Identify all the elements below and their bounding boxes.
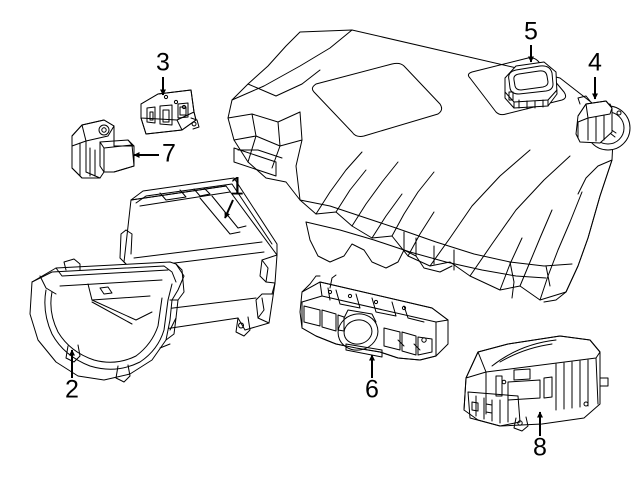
part-2-instrument-cluster-lens[interactable]: [29, 258, 185, 383]
callout-1-leader: [224, 199, 234, 219]
callout-5[interactable]: 5: [524, 18, 538, 63]
callout-4-label: 4: [588, 49, 602, 77]
callout-8-label: 8: [533, 434, 547, 462]
part-6-heater-ac-control-panel[interactable]: [299, 274, 449, 361]
part-7-dimmer-switch-module[interactable]: [71, 119, 135, 179]
callout-3-label: 3: [156, 49, 170, 77]
callout-3[interactable]: 3: [156, 49, 170, 96]
callout-6[interactable]: 6: [365, 354, 379, 404]
callout-4[interactable]: 4: [588, 49, 602, 100]
callout-2[interactable]: 2: [65, 349, 79, 404]
part-8-body-control-module[interactable]: [463, 335, 609, 432]
callout-1[interactable]: 1: [224, 173, 244, 219]
callout-6-label: 6: [365, 376, 379, 404]
part-4-ignition-lock-cylinder[interactable]: [575, 95, 631, 151]
callout-1-label: 1: [230, 173, 244, 201]
callout-7[interactable]: 7: [133, 140, 176, 168]
part-5-hazard-warning-switch[interactable]: [504, 61, 558, 110]
callout-7-label: 7: [162, 140, 176, 168]
part-3-multifunction-switch[interactable]: [140, 89, 200, 135]
callout-8[interactable]: 8: [533, 411, 547, 462]
callout-5-label: 5: [524, 18, 538, 46]
callout-2-label: 2: [65, 376, 79, 404]
